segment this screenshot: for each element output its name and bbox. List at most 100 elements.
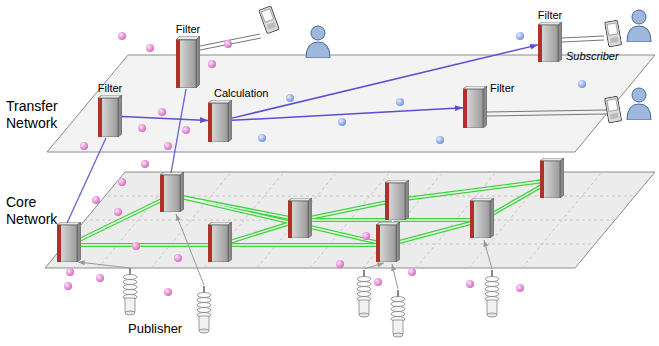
access-line: [562, 40, 604, 42]
event-dot: [516, 284, 524, 292]
text-holder: Publisher: [128, 321, 182, 336]
data-flow-arrow: [122, 117, 208, 121]
person-icon: [627, 88, 651, 120]
event-dot: [96, 274, 104, 282]
sensor-icon: [197, 286, 211, 333]
access-line: [200, 38, 261, 50]
result-dot: [258, 134, 266, 142]
access-line: [562, 36, 604, 38]
green-link-inner: [69, 180, 552, 245]
sensor-icon: [485, 270, 499, 317]
phone-icon: [605, 96, 622, 123]
text-holder: Transfer Network: [6, 98, 72, 132]
server-node: Filter: [538, 22, 562, 62]
event-dot: [141, 160, 149, 168]
server-node: Calculation: [208, 100, 232, 142]
server-node: Filter: [176, 36, 200, 88]
event-dot: [158, 108, 166, 116]
server-icon: [160, 172, 184, 212]
event-dot: [138, 124, 146, 132]
event-dot: [336, 260, 344, 268]
uplink-line: [67, 138, 106, 223]
subscriber-links: [200, 34, 606, 116]
plane-outline: [47, 55, 655, 152]
server-icon: [98, 95, 122, 137]
green-link: [397, 180, 552, 200]
green-link: [220, 244, 388, 245]
green-link: [69, 195, 172, 245]
server-icon: [540, 158, 564, 198]
phone-icon: [605, 96, 622, 123]
person-icon: [627, 10, 651, 42]
green-link: [300, 200, 397, 220]
text-holder: Filter: [98, 82, 122, 94]
event-dot: [118, 32, 126, 40]
green-link: [69, 243, 220, 247]
uplinks: [67, 89, 186, 223]
green-link: [300, 200, 397, 220]
server-label: Calculation: [214, 87, 268, 99]
event-dots: [64, 32, 524, 296]
data-flow-arrow: [232, 45, 538, 118]
text-holder: Filter: [176, 23, 200, 35]
person-icon: [306, 26, 330, 58]
event-dot: [408, 268, 416, 276]
server-icon: [470, 198, 494, 238]
result-dot: [516, 32, 524, 40]
grid-line: [0, 220, 659, 221]
server-label: Filter: [490, 82, 514, 94]
green-link: [220, 243, 388, 247]
event-dot: [164, 142, 172, 150]
server-icon: [385, 180, 409, 220]
core-links: [69, 180, 552, 245]
event-dot: [182, 126, 190, 134]
green-link: [388, 220, 482, 245]
result-dot: [396, 98, 404, 106]
event-dot: [466, 280, 474, 288]
core-servers: [57, 158, 564, 262]
server-label: Filter: [176, 23, 200, 35]
server-icon: [538, 22, 562, 62]
text-holder: Subscriber: [566, 50, 619, 62]
text-holder: Filter: [538, 9, 562, 21]
event-dot: [174, 254, 182, 262]
event-dot: [164, 288, 172, 296]
result-dot: [436, 136, 444, 144]
result-dot: [286, 94, 294, 102]
publish-arrows: [78, 214, 492, 289]
event-dot: [132, 242, 140, 250]
event-dot: [66, 268, 74, 276]
green-link: [388, 220, 482, 245]
publish-arrow: [392, 264, 398, 289]
server-icon: [288, 198, 312, 238]
event-dot: [118, 178, 126, 186]
green-link: [397, 180, 552, 200]
event-dot: [114, 208, 122, 216]
network-plane: Transfer NetworkFilterFilterCalculationF…: [0, 10, 659, 160]
event-dot: [80, 142, 88, 150]
result-dot: [338, 118, 346, 126]
result-dot: [578, 80, 586, 88]
access-line: [487, 114, 606, 116]
role-label: Publisher: [128, 321, 182, 336]
server-icon: [463, 86, 487, 128]
server-icon: [208, 100, 232, 142]
sensors: [123, 268, 499, 337]
phone-icon: [605, 20, 622, 47]
event-dot: [224, 40, 232, 48]
server-icon: [57, 222, 81, 262]
publish-arrow: [176, 214, 204, 285]
publish-arrow: [484, 240, 492, 269]
sensor-icon: [391, 290, 405, 337]
event-dot: [146, 44, 154, 52]
server-node: Filter: [98, 95, 122, 137]
phone-icon: [259, 6, 280, 34]
server-icon: [176, 36, 200, 88]
green-link: [69, 195, 172, 245]
grid-line: [0, 244, 659, 245]
sensor-icon: [123, 268, 137, 315]
text-holder: Core Network: [6, 194, 72, 228]
green-link: [69, 244, 220, 245]
server-icon: [376, 222, 400, 262]
